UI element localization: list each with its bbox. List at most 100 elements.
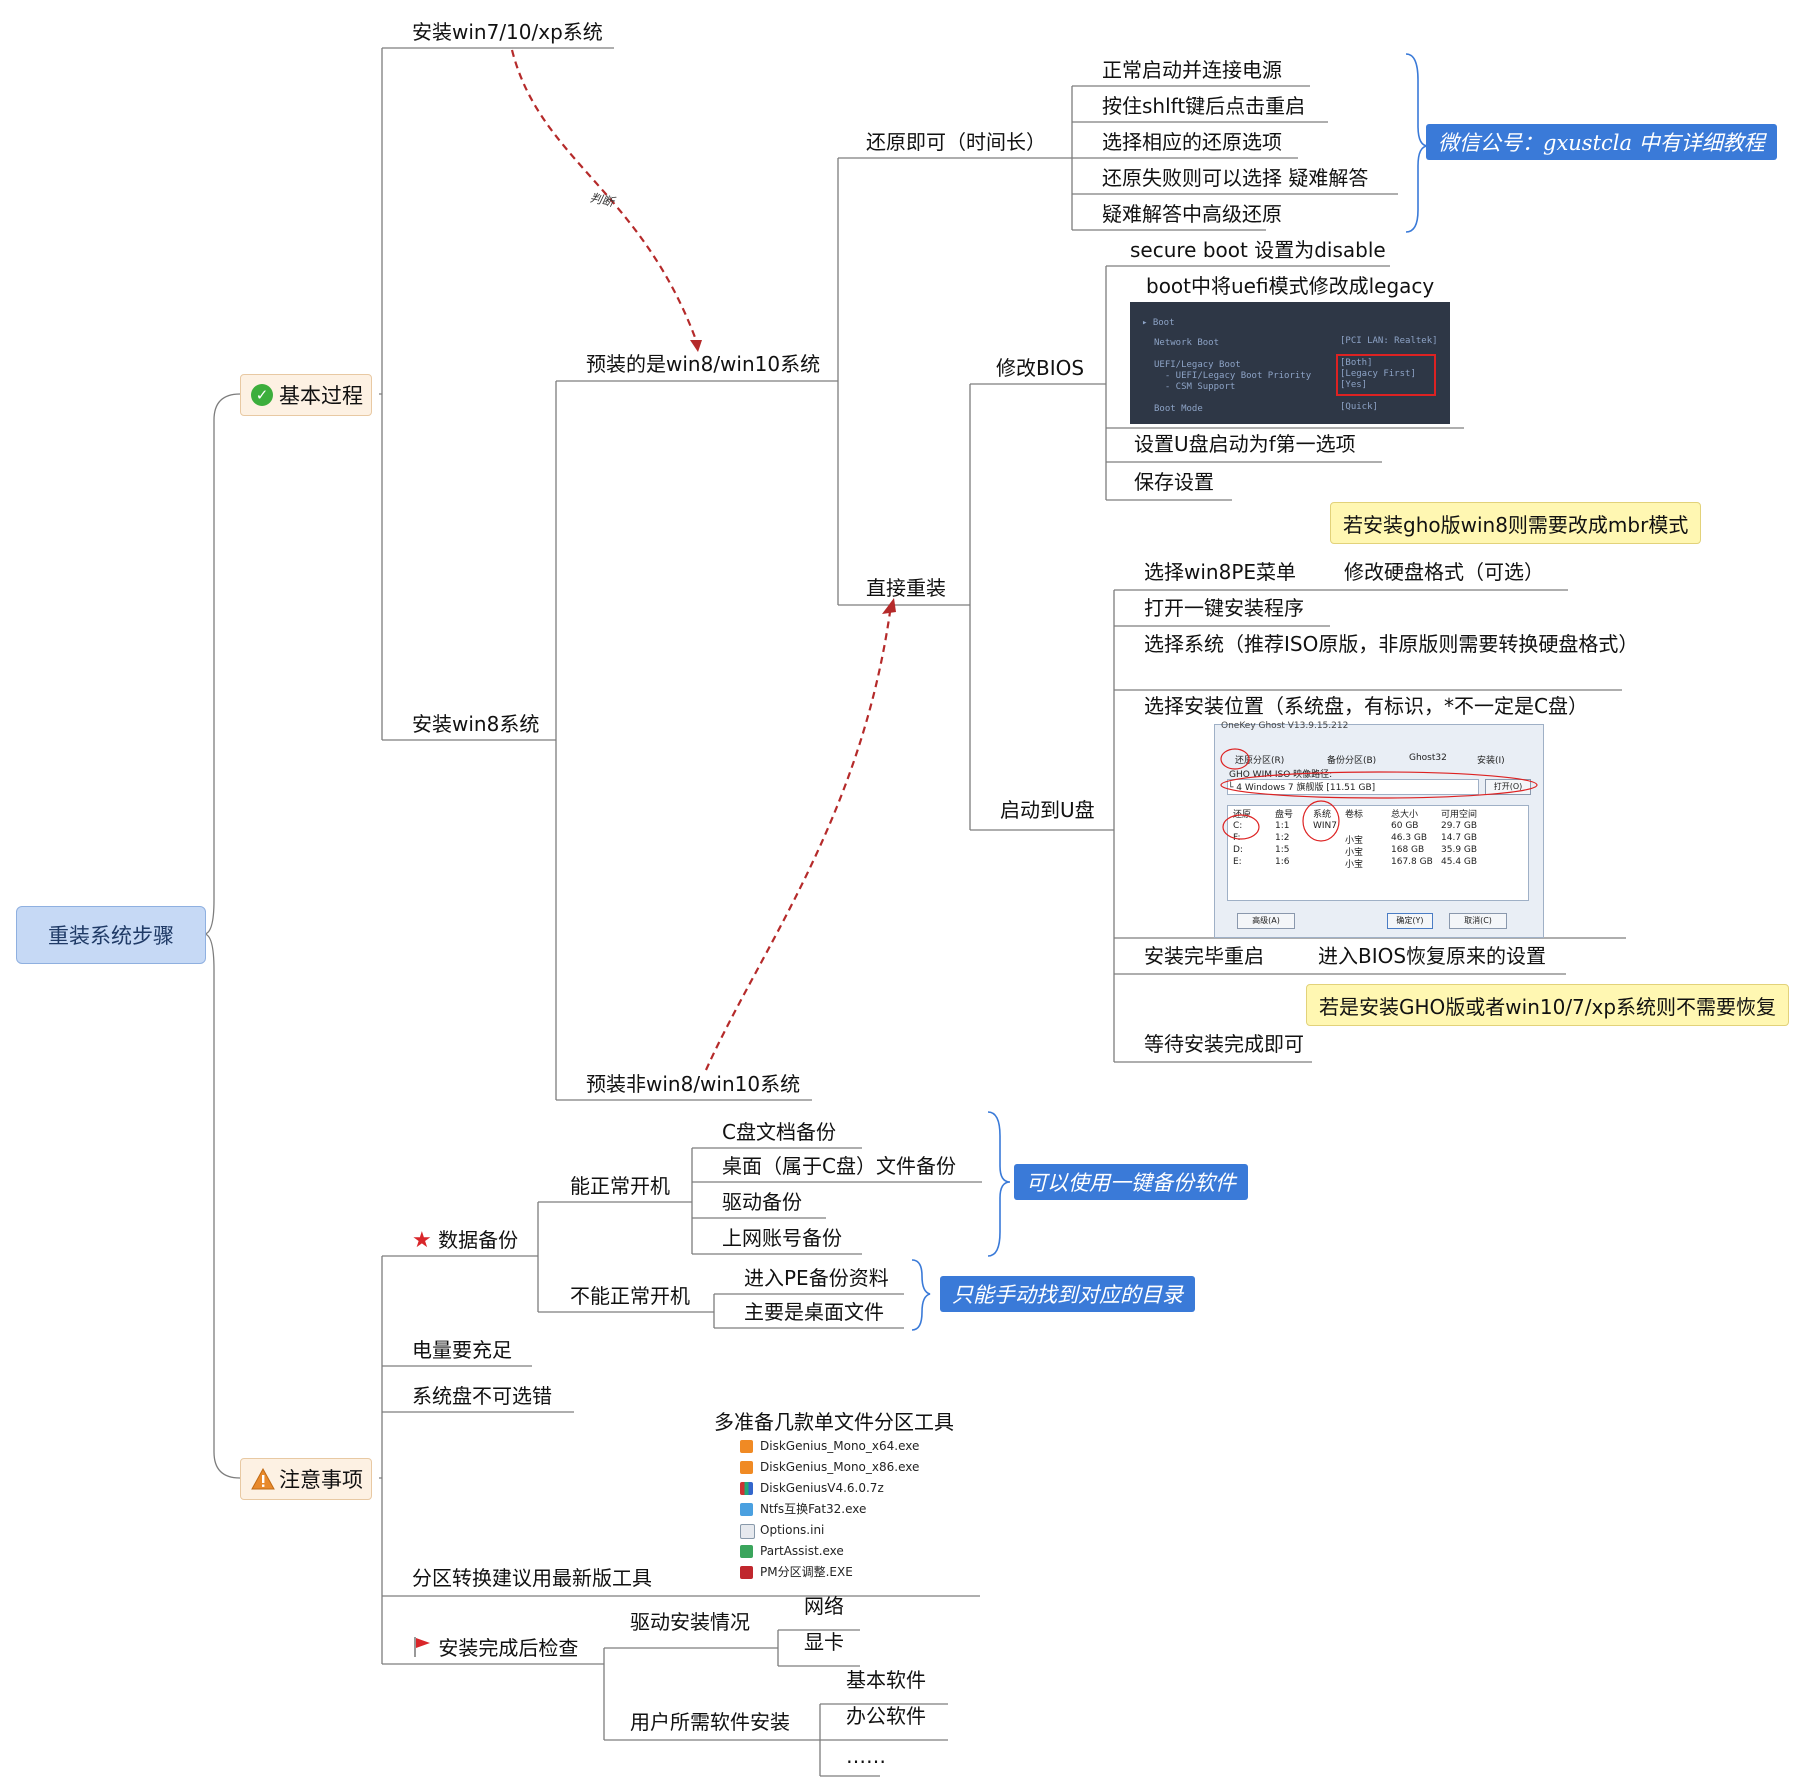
restore-callout[interactable]: 微信公号：gxustcla 中有详细教程 [1426,124,1777,160]
judge-label: 判断 [588,190,616,210]
ghost-option[interactable]: 备份分区(B) [1327,756,1377,766]
system-disk-note[interactable]: 系统盘不可选错 [412,1384,552,1408]
branch-notes-label: 注意事项 [279,1468,363,1492]
ghost-partition-table[interactable] [1227,805,1529,901]
driver-item[interactable]: 网络 [804,1594,844,1618]
usb-step[interactable]: 打开一键安装程序 [1144,596,1304,620]
ghost-option[interactable]: 安装(I) [1477,756,1505,766]
bios-line: [Quick] [1340,402,1378,412]
ghost-option[interactable]: 还原分区(R) [1235,756,1285,766]
bios-screenshot: ▸ Boot Network Boot UEFI/Legacy Boot - U… [1130,302,1450,424]
restore-step[interactable]: 疑难解答中高级还原 [1102,202,1282,226]
cannot-boot-item[interactable]: 进入PE备份资料 [744,1266,889,1290]
tool-file-list: DiskGenius_Mono_x64.exe DiskGenius_Mono_… [738,1436,948,1583]
backup-software-text: 可以使用一键备份软件 [1026,1171,1236,1195]
software-item[interactable]: …… [846,1744,886,1768]
backup-software-callout[interactable]: 可以使用一键备份软件 [1014,1164,1248,1200]
usb-step[interactable]: 选择win8PE菜单 [1144,560,1297,584]
direct-reinstall-node[interactable]: 直接重装 [866,576,946,600]
usb-step[interactable]: 安装完毕重启 [1144,944,1264,968]
software-check-node[interactable]: 用户所需软件安装 [630,1710,790,1734]
backup-node[interactable]: ★ 数据备份 [412,1228,518,1253]
software-item[interactable]: 办公软件 [846,1704,926,1728]
restore-step[interactable]: 选择相应的还原选项 [1102,130,1282,154]
ghost-header: 卷标 [1345,810,1364,820]
bios-step[interactable]: 保存设置 [1134,470,1214,494]
can-boot-node[interactable]: 能正常开机 [570,1174,670,1198]
usb-boot-node[interactable]: 启动到U盘 [1000,798,1095,822]
ghost-cell: C: [1233,821,1243,831]
software-item[interactable]: 基本软件 [846,1668,926,1692]
bios-step[interactable]: boot中将uefi模式修改成legacy [1146,274,1435,298]
restore-step[interactable]: 按住shlft键后点击重启 [1102,94,1306,118]
bios-line: - CSM Support [1154,382,1236,392]
branch-notes[interactable]: 注意事项 [240,1458,372,1500]
bios-step[interactable]: secure boot 设置为disable [1130,238,1386,262]
can-boot-item[interactable]: 上网账号备份 [722,1226,842,1250]
battery-note[interactable]: 电量要充足 [412,1338,512,1362]
bios-step[interactable]: 设置U盘启动为f第一选项 [1134,432,1356,456]
can-boot-item[interactable]: 驱动备份 [722,1190,802,1214]
file-name: DiskGenius_Mono_x86.exe [760,1460,920,1474]
cannot-boot-node[interactable]: 不能正常开机 [570,1284,690,1308]
restore-step[interactable]: 还原失败则可以选择 疑难解答 [1102,166,1369,190]
file-name: Options.ini [760,1523,825,1537]
root-node[interactable]: 重装系统步骤 [16,906,206,964]
ghost-ok-button[interactable]: 确定(Y) [1387,913,1433,929]
partition-tool-note[interactable]: 分区转换建议用最新版工具 [412,1566,652,1590]
restore-step[interactable]: 正常启动并连接电源 [1102,58,1282,82]
format-disk-node[interactable]: 修改硬盘格式（可选） [1344,560,1544,584]
bios-node[interactable]: 修改BIOS [996,356,1085,380]
file-item[interactable]: Ntfs互换Fat32.exe [738,1499,948,1520]
non-win8-node[interactable]: 预装非win8/win10系统 [586,1072,801,1096]
ini-file-icon [740,1524,755,1539]
check-node[interactable]: 安装完成后检查 [412,1636,578,1660]
file-item[interactable]: DiskGenius_Mono_x86.exe [738,1457,948,1478]
file-item[interactable]: PartAssist.exe [738,1541,948,1562]
file-name: DiskGenius_Mono_x64.exe [760,1439,920,1453]
bios-restore-node[interactable]: 进入BIOS恢复原来的设置 [1318,944,1547,968]
file-item[interactable]: PM分区调整.EXE [738,1562,948,1583]
ghost-option[interactable]: Ghost32 [1409,753,1447,763]
restore-node[interactable]: 还原即可（时间长） [866,130,1046,154]
file-item[interactable]: Options.ini [738,1520,948,1541]
ghost-red-marks [1220,748,1538,842]
usb-step[interactable]: 选择系统（推荐ISO原版，非原版则需要转换硬盘格式） [1144,632,1639,656]
exe-icon [740,1566,753,1579]
driver-check-node[interactable]: 驱动安装情况 [630,1610,750,1634]
branch-basic-label: 基本过程 [279,384,363,408]
file-item[interactable]: DiskGeniusV4.6.0.7z [738,1478,948,1499]
cannot-boot-item[interactable]: 主要是桌面文件 [744,1300,884,1324]
ghost-cell: 60 GB [1391,821,1419,831]
backup-label: 数据备份 [438,1228,519,1252]
can-boot-item[interactable]: C盘文档备份 [722,1120,836,1144]
bios-highlight [1336,354,1436,396]
driver-item[interactable]: 显卡 [804,1630,844,1654]
branch-basic-process[interactable]: ✓ 基本过程 [240,374,372,416]
ghost-cell: 168 GB [1391,845,1425,855]
flag-icon [414,1637,430,1657]
preinstalled-win8-node[interactable]: 预装的是win8/win10系统 [586,352,821,376]
file-item[interactable]: DiskGenius_Mono_x64.exe [738,1436,948,1457]
ghost-cell: 1:5 [1275,845,1290,855]
manual-directory-callout[interactable]: 只能手动找到对应的目录 [940,1276,1195,1312]
ghost-advanced-button[interactable]: 高级(A) [1237,913,1295,929]
bios-line: [Both] [1340,358,1373,368]
install-win7-title[interactable]: 安装win7/10/xp系统 [412,20,603,44]
usb-step[interactable]: 选择安装位置（系统盘，有标识，*不一定是C盘） [1144,694,1588,718]
can-boot-item[interactable]: 桌面（属于C盘）文件备份 [722,1154,956,1178]
ghost-cell: WIN7 [1313,821,1338,831]
ghost-cell: 小宝 [1345,860,1364,870]
ghost-cell: 14.7 GB [1441,833,1478,843]
ghost-cell: 45.4 GB [1441,857,1478,867]
format-note-callout[interactable]: 若安装gho版win8则需要改成mbr模式 [1330,502,1702,544]
tools-title[interactable]: 多准备几款单文件分区工具 [714,1410,954,1434]
ghost-cell: 167.8 GB [1391,857,1433,867]
ghost-cell: 小宝 [1345,848,1364,858]
ghost-cell: 46.3 GB [1391,833,1428,843]
usb-step[interactable]: 等待安装完成即可 [1144,1032,1304,1056]
bios-restore-callout[interactable]: 若是安装GHO版或者win10/7/xp系统则不需要恢复 [1306,984,1790,1026]
ghost-path-field[interactable]: └ 4 Windows 7 旗舰版 [11.51 GB] [1227,779,1479,795]
ghost-cancel-button[interactable]: 取消(C) [1449,913,1507,929]
install-win8-node[interactable]: 安装win8系统 [412,712,540,736]
